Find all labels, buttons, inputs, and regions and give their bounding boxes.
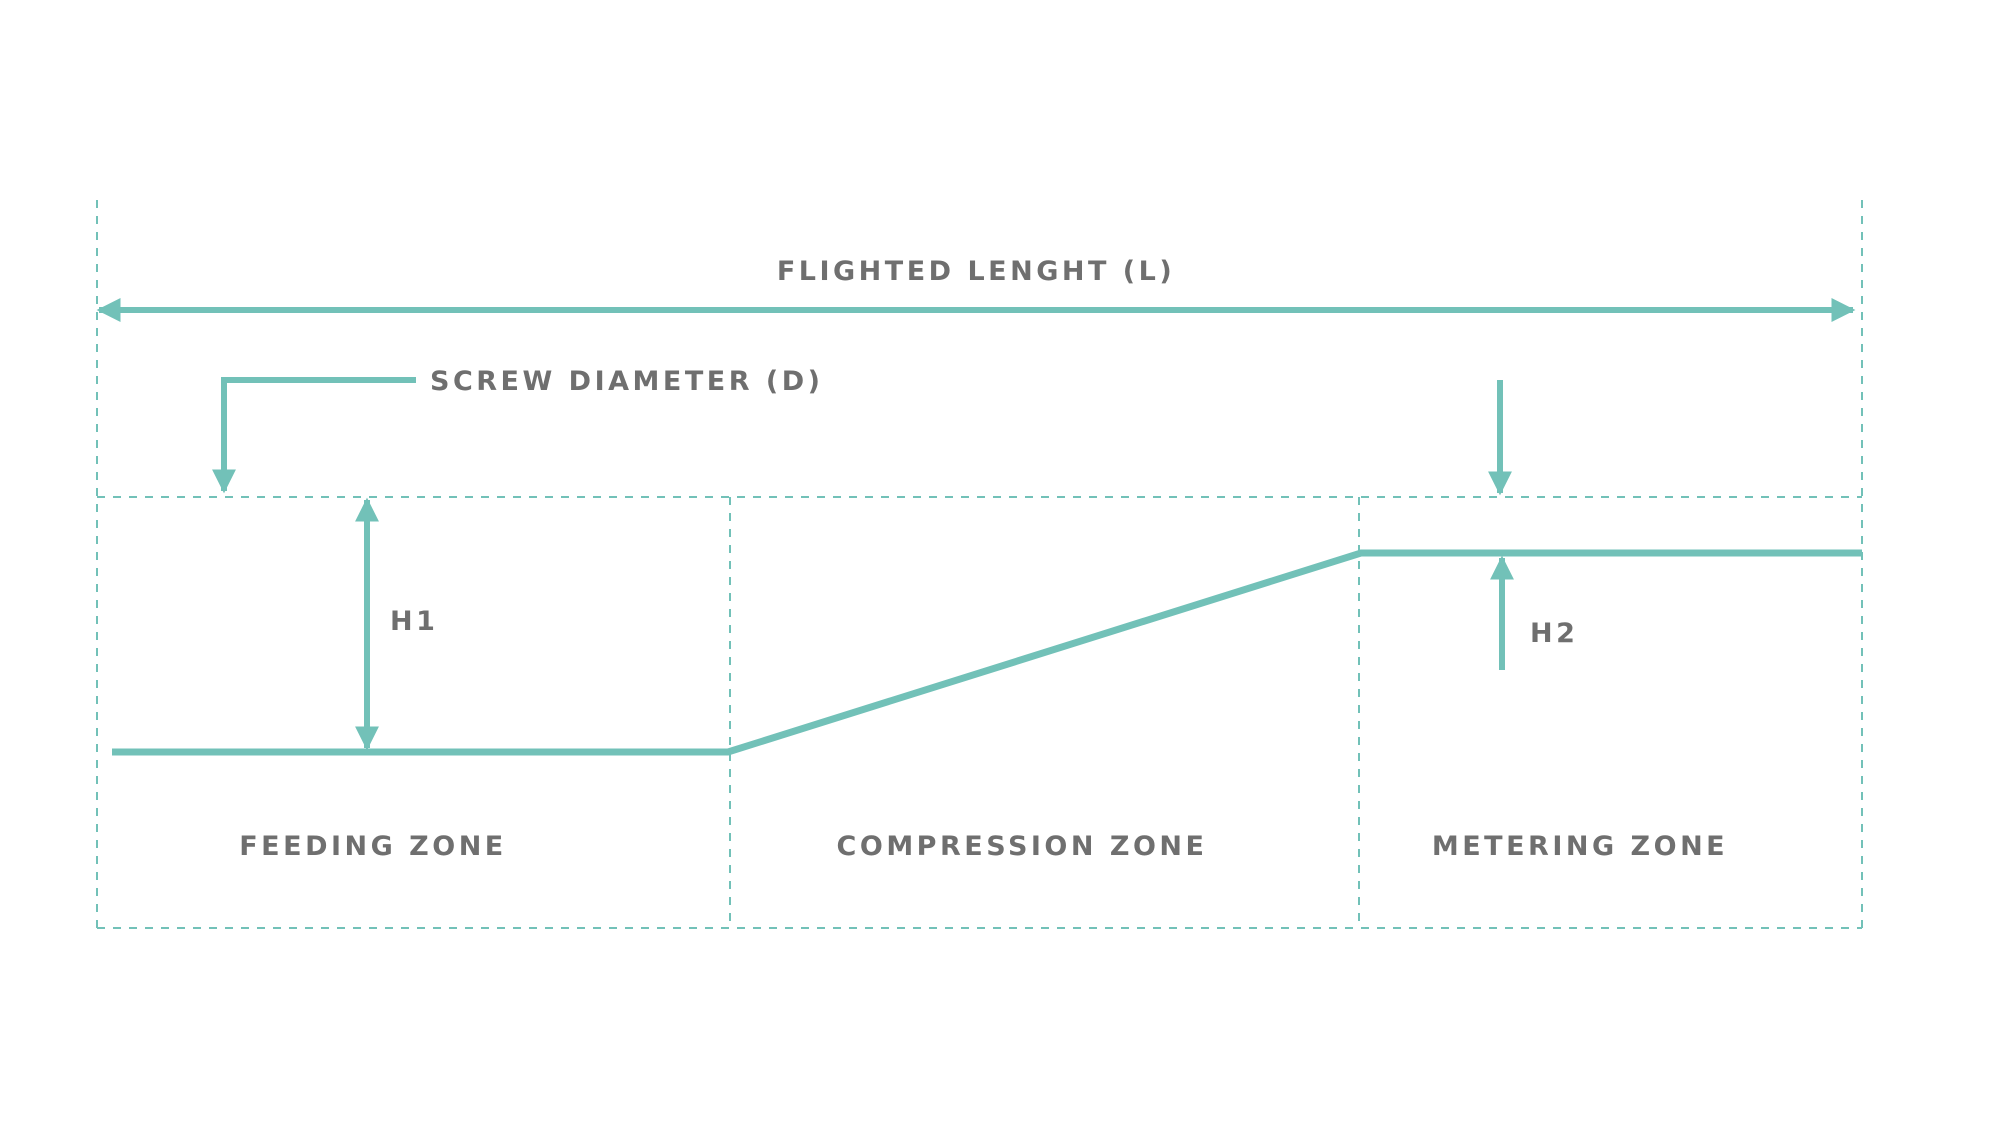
screw-diameter-leader bbox=[212, 377, 416, 494]
feeding-zone-label: FEEDING ZONE bbox=[239, 831, 507, 862]
screw-root-profile bbox=[112, 549, 1862, 756]
guide-lines bbox=[96, 200, 1863, 929]
flighted-length-label: FLIGHTED LENGHT (L) bbox=[777, 256, 1175, 287]
h2-label: H2 bbox=[1530, 618, 1578, 649]
screw-diameter-label: SCREW DIAMETER (D) bbox=[430, 366, 824, 397]
h1-label: H1 bbox=[390, 606, 438, 637]
metering-zone-label: METERING ZONE bbox=[1432, 831, 1728, 862]
compression-zone-label: COMPRESSION ZONE bbox=[837, 831, 1208, 862]
